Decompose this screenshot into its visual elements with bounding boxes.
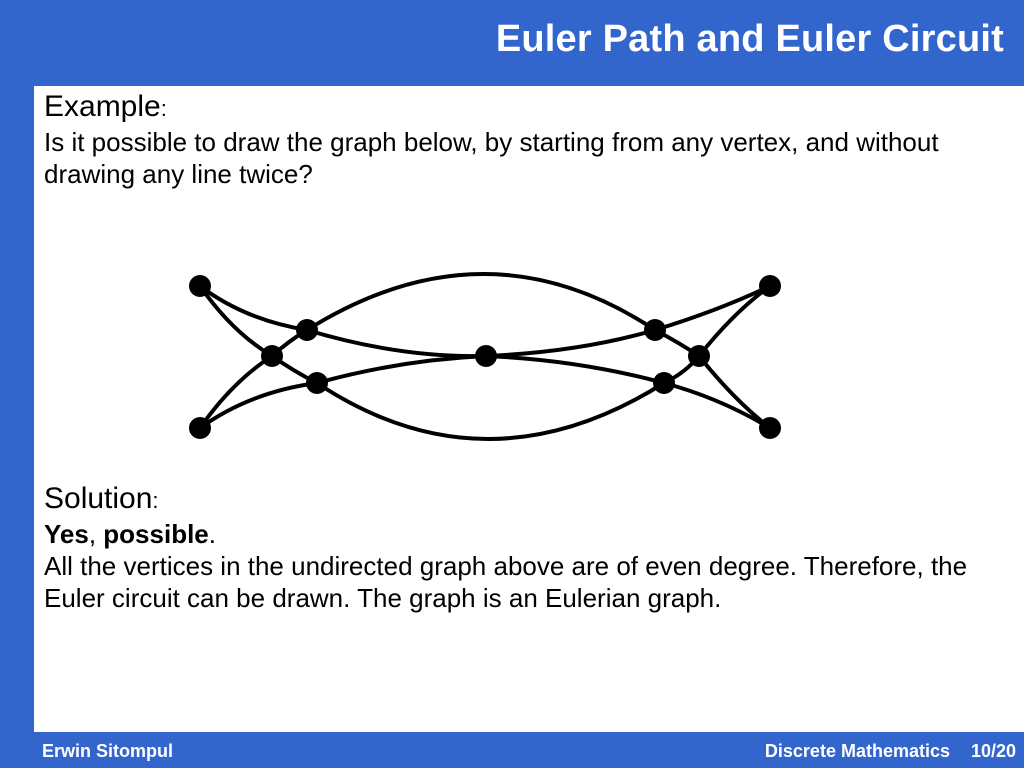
solution-answer: Yes, possible.	[44, 518, 1004, 550]
graph-vertex	[189, 275, 211, 297]
graph-vertices	[189, 275, 781, 439]
graph-vertex	[759, 275, 781, 297]
slide-title: Euler Path and Euler Circuit	[495, 18, 1004, 60]
footer-page-number: 10/20	[970, 741, 1016, 761]
graph-edge	[198, 284, 308, 332]
graph-edge	[654, 284, 771, 332]
answer-period: .	[208, 519, 216, 549]
footer-course: Discrete Mathematics	[764, 741, 950, 761]
graph-edge	[316, 354, 487, 385]
graph-vertex	[296, 319, 318, 341]
graph-vertex	[261, 345, 283, 367]
graph-vertex	[688, 345, 710, 367]
graph-edge	[697, 284, 772, 358]
graph-vertex	[306, 372, 328, 394]
content-panel	[34, 86, 1024, 732]
graph-vertex	[759, 417, 781, 439]
solution-label: Solution	[44, 482, 153, 515]
example-label: Example	[44, 90, 161, 123]
graph-edges	[198, 272, 772, 441]
graph-edge	[305, 272, 657, 332]
graph-edge	[198, 354, 274, 430]
graph-edge	[198, 284, 274, 358]
solution-colon: :	[152, 488, 159, 513]
graph-edge	[663, 381, 772, 430]
example-colon: :	[160, 96, 167, 121]
graph-edge	[485, 328, 656, 358]
example-section: Example: Is it possible to draw the grap…	[44, 90, 964, 190]
example-question: Is it possible to draw the graph below, …	[44, 127, 939, 189]
graph-vertex	[644, 319, 666, 341]
graph-edge	[306, 328, 487, 359]
graph-edge	[198, 381, 318, 430]
example-heading: Example:	[44, 90, 964, 126]
solution-explanation: All the vertices in the undirected graph…	[44, 551, 968, 613]
answer-yes: Yes	[44, 519, 89, 549]
graph-edge	[697, 354, 772, 430]
graph-vertex	[189, 417, 211, 439]
graph-edge	[315, 381, 666, 441]
answer-possible: possible	[103, 519, 209, 549]
answer-separator: ,	[88, 519, 104, 549]
graph-vertex	[475, 345, 497, 367]
footer-author: Erwin Sitompul	[42, 741, 174, 761]
solution-section: Solution: Yes, possible. All the vertice…	[44, 482, 1004, 614]
solution-heading: Solution:	[44, 482, 1004, 518]
graph-vertex	[653, 372, 675, 394]
graph-edge	[485, 354, 665, 385]
